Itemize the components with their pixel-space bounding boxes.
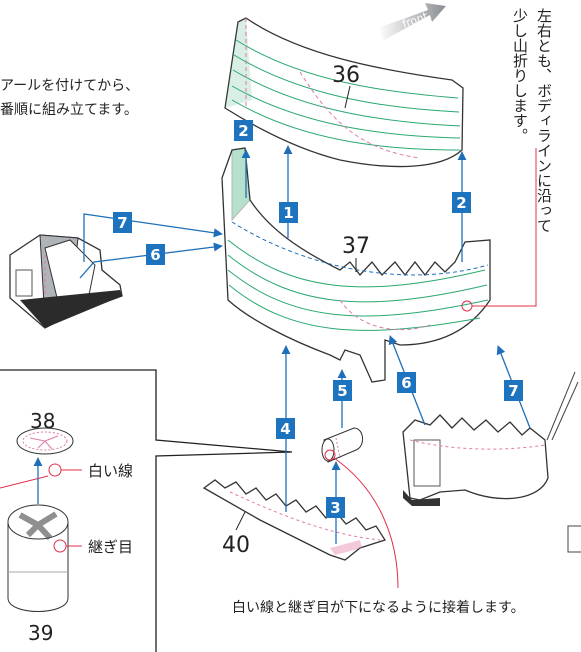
small-cylinder [321, 427, 363, 463]
part-number-36: 36 [332, 63, 360, 88]
part-number-38: 38 [30, 409, 55, 433]
svg-text:6: 6 [401, 374, 411, 392]
right-rear-part [402, 414, 549, 506]
svg-text:4: 4 [280, 420, 290, 438]
inset-callouts [0, 457, 82, 553]
svg-text:2: 2 [456, 194, 466, 212]
front-arrow: front [378, 3, 446, 40]
svg-text:1: 1 [283, 204, 293, 222]
svg-text:7: 7 [117, 214, 127, 232]
vertical-instruction-2: 少し山折りします。 [511, 8, 529, 143]
inset-box [0, 369, 293, 652]
label-white-line: 白い線 [88, 462, 133, 480]
step-badge-6a: 6 [146, 244, 165, 265]
part-38-disc [16, 427, 74, 455]
instruction-line-2: 番順に組み立てます。 [0, 102, 138, 118]
step-badge-2a: 2 [234, 120, 253, 141]
step-badge-1: 1 [279, 202, 298, 223]
vertical-instruction-1: 左右とも、ボディラインに沿って [535, 8, 553, 233]
front-label: front [401, 9, 431, 30]
svg-text:3: 3 [330, 499, 340, 517]
step-badge-2b: 2 [452, 192, 471, 213]
left-cab-part [9, 234, 123, 329]
part-number-37: 37 [342, 234, 370, 259]
svg-text:5: 5 [337, 382, 347, 400]
bottom-instruction: 白い線と継ぎ目が下になるように接着します。 [232, 600, 525, 616]
svg-text:6: 6 [150, 246, 160, 264]
part-39-cylinder [7, 504, 69, 612]
part-number-40: 40 [222, 533, 250, 558]
svg-text:7: 7 [508, 382, 518, 400]
step-badge-7a: 7 [113, 212, 132, 233]
step-badge-3: 3 [326, 497, 345, 518]
svg-text:2: 2 [238, 122, 248, 140]
step-badge-5: 5 [333, 380, 352, 401]
red-callouts [324, 148, 581, 589]
step-badge-7b: 7 [504, 380, 523, 401]
instruction-line-1: アールを付けてから、 [0, 78, 140, 94]
part-number-39: 39 [28, 621, 53, 645]
part-36-panel [224, 17, 464, 168]
step-badge-4: 4 [276, 418, 295, 439]
step-badge-6b: 6 [397, 372, 416, 393]
label-seam: 継ぎ目 [88, 538, 133, 556]
